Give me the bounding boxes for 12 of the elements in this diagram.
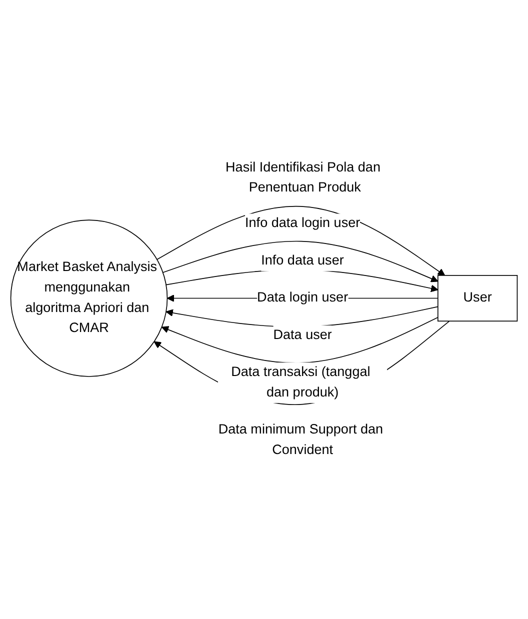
edge-label: Info data login user [245, 216, 360, 231]
arrow [161, 317, 438, 364]
edge-label: Data login user [257, 290, 348, 306]
arrow [162, 241, 438, 282]
node-circle: Market Basket Analysis menggunakan algoritma Apriori dan CMAR [10, 220, 168, 378]
edge-label: Info data user [261, 254, 344, 268]
node-box: User [437, 275, 518, 322]
edge-label: Data user [273, 328, 332, 343]
edge-label: Data minimum Support dan Convident [218, 422, 384, 458]
edge-label: Data transaksi (tanggal dan produk) [231, 365, 370, 400]
edge-label: Hasil Identifikasi Pola dan Penentuan Produk [226, 160, 380, 196]
arrow [156, 206, 446, 276]
